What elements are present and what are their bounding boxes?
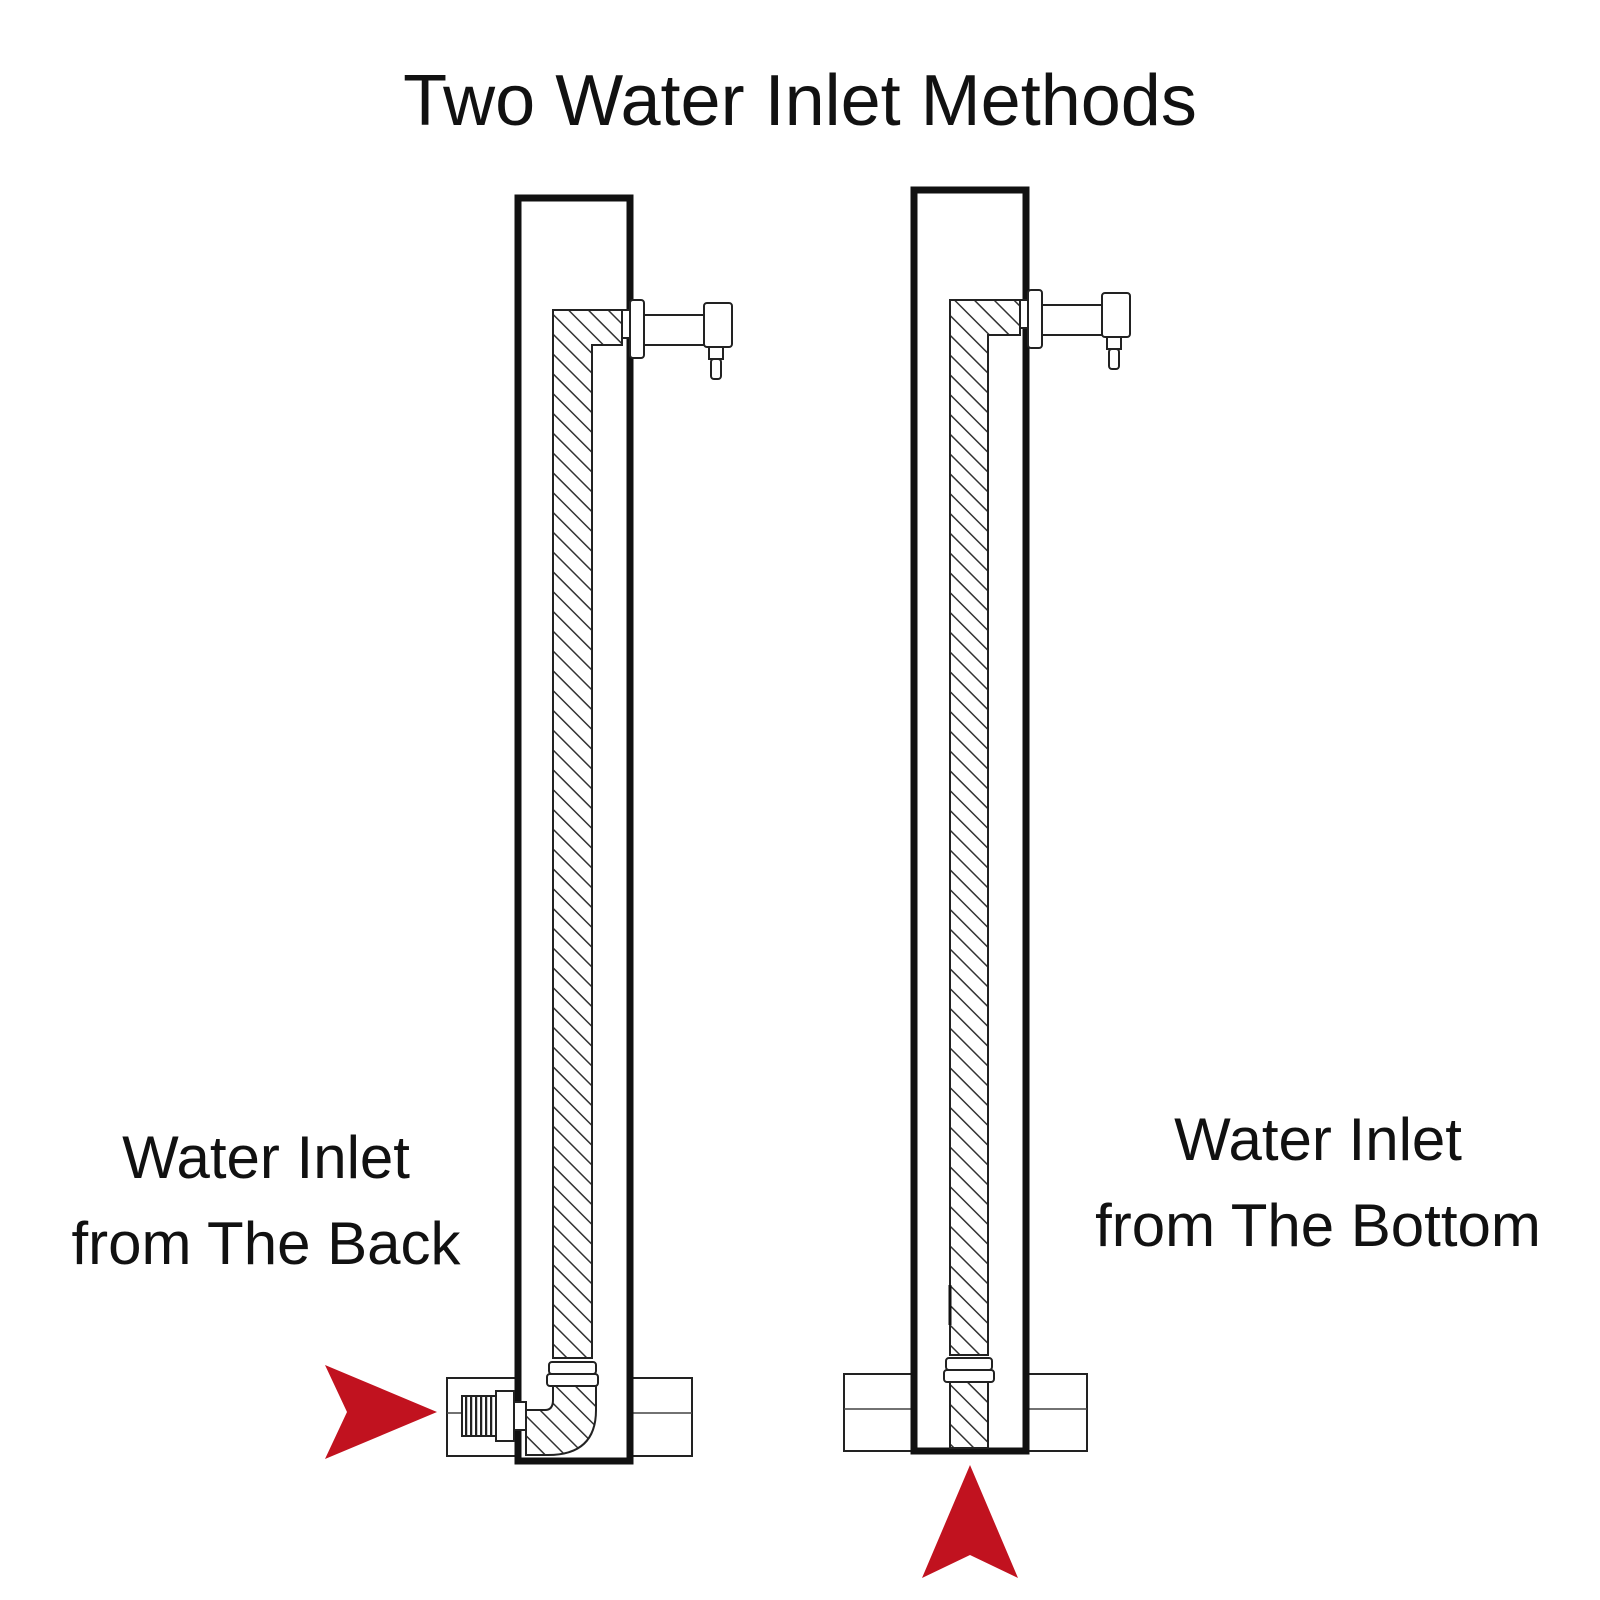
label-bottom-line1: Water Inlet [1174,1106,1462,1173]
label-back-line2: from The Back [71,1210,461,1277]
spout-fitting [1019,289,1131,370]
threaded-fitting [461,1395,497,1437]
label-back-line1: Water Inlet [122,1124,410,1191]
bottom-inlet-pipe [949,1381,989,1449]
column-bottom-inlet: Water Inlet from The Bottom [843,186,1541,1578]
arrow-right-icon [325,1365,437,1459]
label-bottom-line2: from The Bottom [1095,1192,1541,1259]
page-title: Two Water Inlet Methods [403,61,1197,141]
arrow-up-icon [922,1465,1018,1578]
spout-fitting [621,299,733,380]
pipe-elbow [525,1385,597,1456]
pipe-coupling [548,1361,597,1375]
pipe-coupling [945,1357,993,1371]
column-back-inlet: Water Inlet from The Back [71,194,733,1465]
